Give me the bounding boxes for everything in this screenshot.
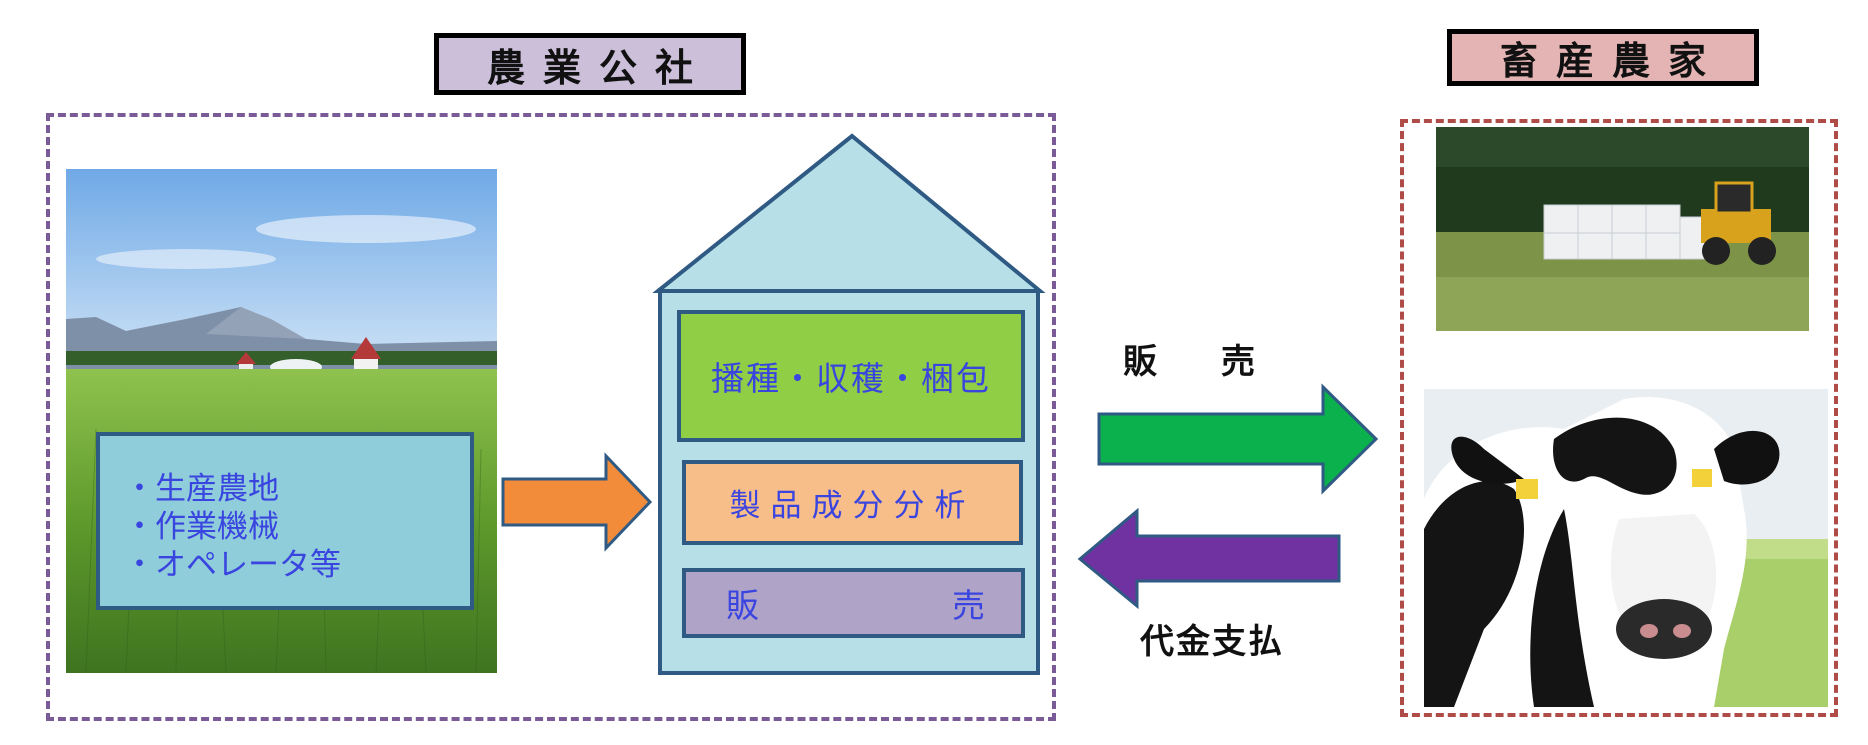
house-roof	[652, 133, 1046, 293]
orange-arrow	[501, 452, 653, 552]
bale-photo	[1436, 127, 1809, 331]
asset-item: ・作業機械	[124, 509, 279, 545]
stage-analysis: 製品成分分析	[682, 460, 1023, 545]
sell-label: 販売	[1123, 342, 1319, 382]
company-title: 農業公社	[434, 33, 746, 95]
stage-sowing: 播種・収穫・梱包	[677, 310, 1025, 442]
farmer-frame	[1400, 119, 1838, 717]
farmer-title: 畜産農家	[1447, 29, 1759, 86]
payment-arrow	[1077, 507, 1341, 610]
stage-sales: 販 売	[682, 568, 1025, 638]
sell-arrow	[1097, 383, 1379, 495]
asset-item: ・オペレータ等	[124, 547, 341, 583]
payment-label: 代金支払	[1140, 622, 1284, 662]
stage-sales-right: 売	[952, 586, 985, 625]
cow-photo	[1424, 389, 1828, 707]
company-frame	[46, 113, 1056, 721]
stage-sales-left: 販	[726, 586, 759, 625]
asset-item: ・生産農地	[124, 471, 279, 507]
assets-box: ・生産農地 ・作業機械 ・オペレータ等	[96, 432, 474, 610]
